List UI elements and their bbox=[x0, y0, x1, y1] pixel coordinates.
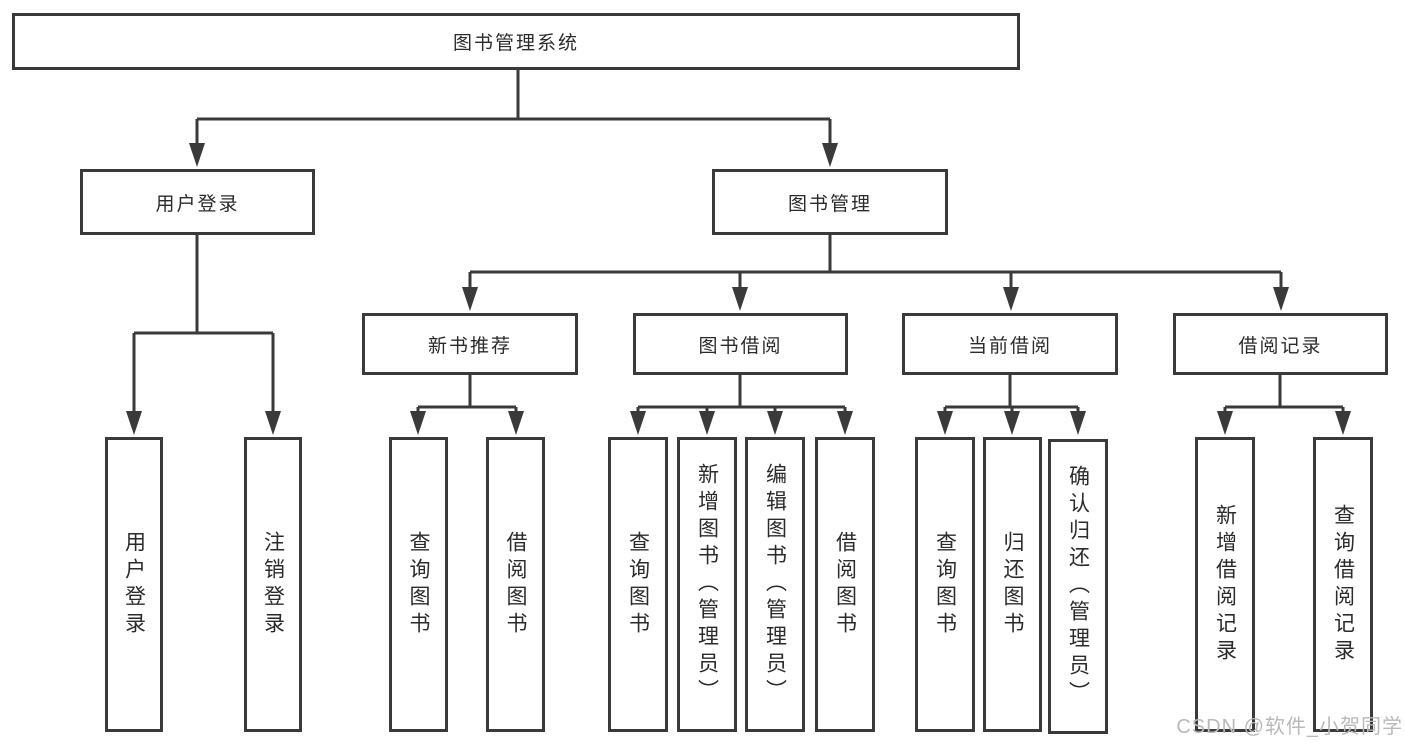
leaf-add-borrow-record: 新增借阅记录 bbox=[1195, 437, 1255, 732]
leaf-borrow-books-2: 借阅图书 bbox=[815, 437, 875, 732]
leaf-return-books: 归还图书 bbox=[983, 437, 1042, 732]
node-book-management: 图书管理 bbox=[712, 169, 948, 235]
leaf-user-login: 用户登录 bbox=[105, 437, 163, 732]
node-label: 借阅记录 bbox=[1238, 335, 1323, 357]
leaf-confirm-return-admin: 确认归还（管理员） bbox=[1048, 439, 1108, 734]
leaf-edit-books-admin: 编辑图书（管理员） bbox=[745, 437, 805, 732]
node-label: 图书借阅 bbox=[698, 335, 783, 357]
leaf-query-borrow-record: 查询借阅记录 bbox=[1313, 437, 1373, 732]
leaf-add-books-admin: 新增图书（管理员） bbox=[677, 437, 737, 732]
node-book-borrow: 图书借阅 bbox=[633, 313, 848, 375]
leaf-query-books-1: 查询图书 bbox=[389, 437, 448, 732]
leaf-label: 归还图书 bbox=[1001, 530, 1024, 639]
leaf-label: 用户登录 bbox=[122, 530, 146, 639]
leaf-label: 确认归还（管理员） bbox=[1066, 465, 1090, 708]
node-label: 用户登录 bbox=[155, 193, 240, 215]
node-label: 新书推荐 bbox=[427, 335, 512, 357]
node-user-login: 用户登录 bbox=[80, 169, 315, 235]
leaf-label: 借阅图书 bbox=[504, 530, 527, 639]
node-label: 图书管理 bbox=[787, 193, 872, 215]
leaf-borrow-books-1: 借阅图书 bbox=[486, 437, 545, 732]
leaf-label: 查询借阅记录 bbox=[1331, 503, 1355, 666]
node-new-book-recommend: 新书推荐 bbox=[362, 313, 578, 375]
leaf-label: 查询图书 bbox=[407, 530, 430, 639]
leaf-query-books-2: 查询图书 bbox=[608, 437, 668, 732]
node-current-borrow: 当前借阅 bbox=[902, 313, 1118, 375]
leaf-label: 新增借阅记录 bbox=[1213, 503, 1237, 666]
node-root-book-management-system: 图书管理系统 bbox=[12, 13, 1020, 70]
leaf-label: 注销登录 bbox=[261, 530, 285, 639]
node-label: 当前借阅 bbox=[967, 335, 1052, 357]
leaf-logout: 注销登录 bbox=[244, 437, 302, 732]
leaf-label: 编辑图书（管理员） bbox=[763, 463, 787, 706]
leaf-label: 查询图书 bbox=[626, 530, 650, 639]
node-borrow-records: 借阅记录 bbox=[1173, 313, 1388, 375]
leaf-query-books-3: 查询图书 bbox=[915, 437, 975, 732]
leaf-label: 新增图书（管理员） bbox=[695, 463, 719, 706]
node-label: 图书管理系统 bbox=[452, 33, 579, 54]
leaf-label: 借阅图书 bbox=[833, 530, 857, 639]
leaf-label: 查询图书 bbox=[933, 530, 957, 639]
csdn-watermark: CSDN @软件_小贺同学 bbox=[1176, 716, 1403, 738]
